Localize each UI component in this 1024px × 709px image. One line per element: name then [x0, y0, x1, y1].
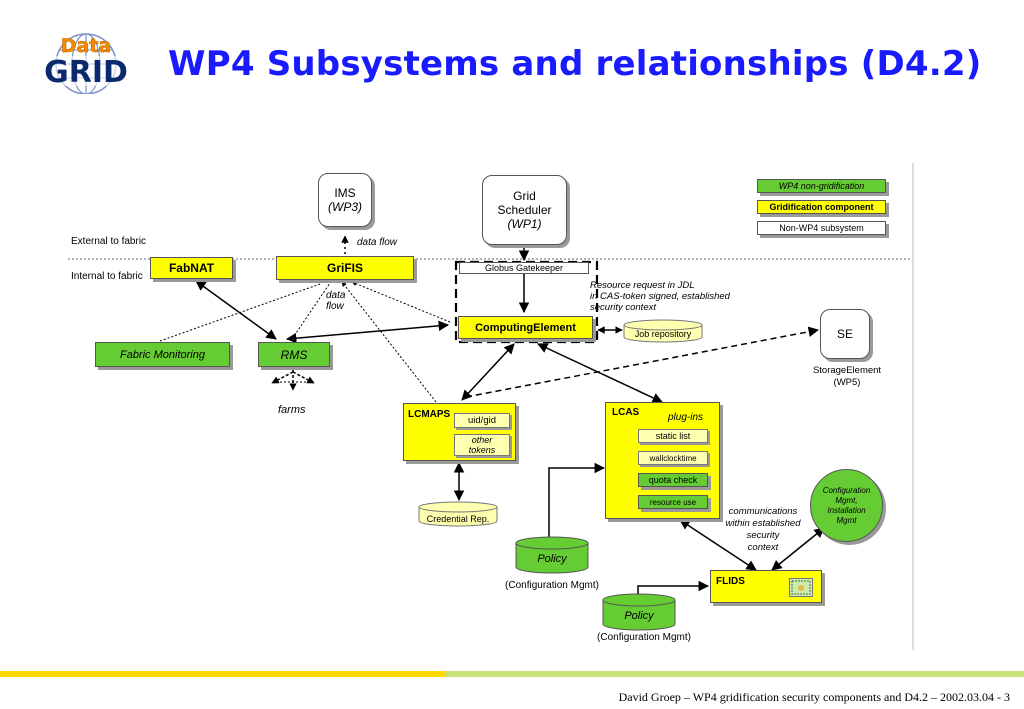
certificate-icon — [789, 578, 813, 597]
lcmaps-other-line1: other — [471, 435, 493, 445]
data-flow-label-left: data flow — [326, 290, 345, 312]
rms-ce-arrow — [285, 320, 450, 344]
ims-box: IMS (WP3) — [318, 173, 372, 227]
lcas-title: LCAS — [612, 407, 640, 418]
footer-text: David Groep – WP4 gridification security… — [618, 690, 1010, 704]
rms-grifis-flow — [291, 282, 331, 340]
computing-element-box: ComputingElement — [458, 316, 593, 339]
resource-request-line2: in CAS-token signed, established — [590, 291, 730, 302]
lcmaps-other-line2: tokens — [468, 445, 496, 455]
configuration-mgmt-circle: Configuration Mgmt, Installation Mgmt — [810, 469, 883, 542]
grifis-box: GriFIS — [276, 256, 414, 280]
ims-label: IMS — [334, 186, 356, 200]
policy2-flids-arrow — [637, 580, 710, 596]
comm-line4: context — [747, 542, 779, 553]
policy-1-caption: (Configuration Mgmt) — [505, 580, 599, 591]
lcmaps-uid-gid: uid/gid — [454, 413, 510, 428]
svg-text:GRID: GRID — [44, 55, 128, 90]
farms-label: farms — [278, 404, 306, 416]
config-line2: Mgmt, — [835, 495, 858, 505]
data-flow-left-line2: flow — [326, 301, 344, 312]
config-line3: Installation — [827, 505, 866, 515]
lcmaps-title: LCMAPS — [408, 409, 451, 420]
legend-non-wp4: Non-WP4 subsystem — [757, 221, 886, 235]
footer-bar-yellow — [0, 671, 446, 677]
lcas-flids-arrow — [679, 519, 757, 571]
grid-scheduler-line2: Scheduler — [497, 203, 552, 217]
comm-line2: within established — [725, 518, 801, 529]
data-flow-left-line1: data — [326, 290, 346, 301]
resource-request-annotation: Resource request in JDL in CAS-token sig… — [590, 280, 730, 313]
lcmaps-other-tokens: other tokens — [454, 434, 510, 456]
grid-scheduler-line1: Grid — [513, 189, 536, 203]
storage-element-caption: StorageElement (WP5) — [808, 365, 886, 389]
storage-element-caption2: (WP5) — [833, 377, 861, 388]
svg-text:Data: Data — [61, 35, 112, 57]
globus-gatekeeper-box: Globus Gatekeeper — [459, 262, 589, 274]
ce-lcmaps-arrow — [461, 343, 515, 401]
credential-rep-label: Credential Rep. — [426, 514, 490, 524]
grid-scheduler-box: Grid Scheduler (WP1) — [482, 175, 567, 245]
lcas-plugins-label: plug-ins — [668, 412, 704, 423]
config-line4: Mgmt — [836, 515, 857, 525]
page-title: WP4 Subsystems and relationships (D4.2) — [168, 44, 982, 84]
policy-cylinder-1: Policy — [514, 536, 590, 574]
grid-scheduler-line3: (WP1) — [507, 217, 542, 231]
comm-line1: communications — [728, 506, 798, 517]
lcmaps-grifis-flow — [341, 281, 437, 403]
farms-arrows — [271, 370, 315, 391]
resource-request-line1: Resource request in JDL — [590, 280, 695, 291]
communications-annotation: communications within established securi… — [722, 506, 804, 554]
monitoring-grifis-flow — [159, 283, 321, 342]
data-flow-label-top: data flow — [357, 237, 398, 248]
legend-gridification: Gridification component — [757, 200, 886, 214]
lcas-plugin-static-list: static list — [638, 429, 708, 443]
datagrid-logo: Data GRID — [24, 30, 148, 95]
storage-element-caption1: StorageElement — [812, 365, 882, 376]
job-repository-cylinder: Job repository — [622, 319, 704, 343]
comm-line3: security — [746, 530, 780, 541]
rms-box: RMS — [258, 342, 330, 367]
policy-cylinder-2: Policy — [601, 593, 677, 631]
ce-lcas-arrow — [537, 343, 663, 403]
policy-2-caption: (Configuration Mgmt) — [597, 632, 691, 643]
lcas-plugin-wallclocktime: wallclocktime — [638, 451, 708, 465]
ims-wp-label: (WP3) — [328, 200, 362, 214]
job-repository-label: Job repository — [634, 329, 692, 339]
legend-non-gridification: WP4 non-gridification — [757, 179, 886, 193]
fabric-monitoring-box: Fabric Monitoring — [95, 342, 230, 367]
credential-rep-cylinder: Credential Rep. — [417, 501, 499, 527]
lcas-plugin-resource-use: resource use — [638, 495, 708, 509]
internal-fabric-label: Internal to fabric — [71, 271, 143, 282]
ce-grifis-flow — [351, 281, 451, 323]
lcas-plugin-quota-check: quota check — [638, 473, 708, 487]
external-fabric-label: External to fabric — [71, 236, 147, 247]
policy-1-label: Policy — [537, 553, 567, 565]
se-box: SE — [820, 309, 870, 359]
fabnat-rms-arrow — [195, 280, 277, 340]
flids-label: FLIDS — [716, 576, 745, 587]
config-flids-arrow — [771, 527, 825, 571]
footer-bar-green — [446, 671, 1024, 677]
config-line1: Configuration — [822, 485, 871, 495]
resource-request-line3: security context — [590, 302, 656, 313]
policy-lcas-arrow — [548, 462, 606, 538]
policy-2-label: Policy — [624, 610, 654, 622]
flids-box: FLIDS — [710, 570, 822, 603]
fabnat-box: FabNAT — [150, 257, 233, 279]
